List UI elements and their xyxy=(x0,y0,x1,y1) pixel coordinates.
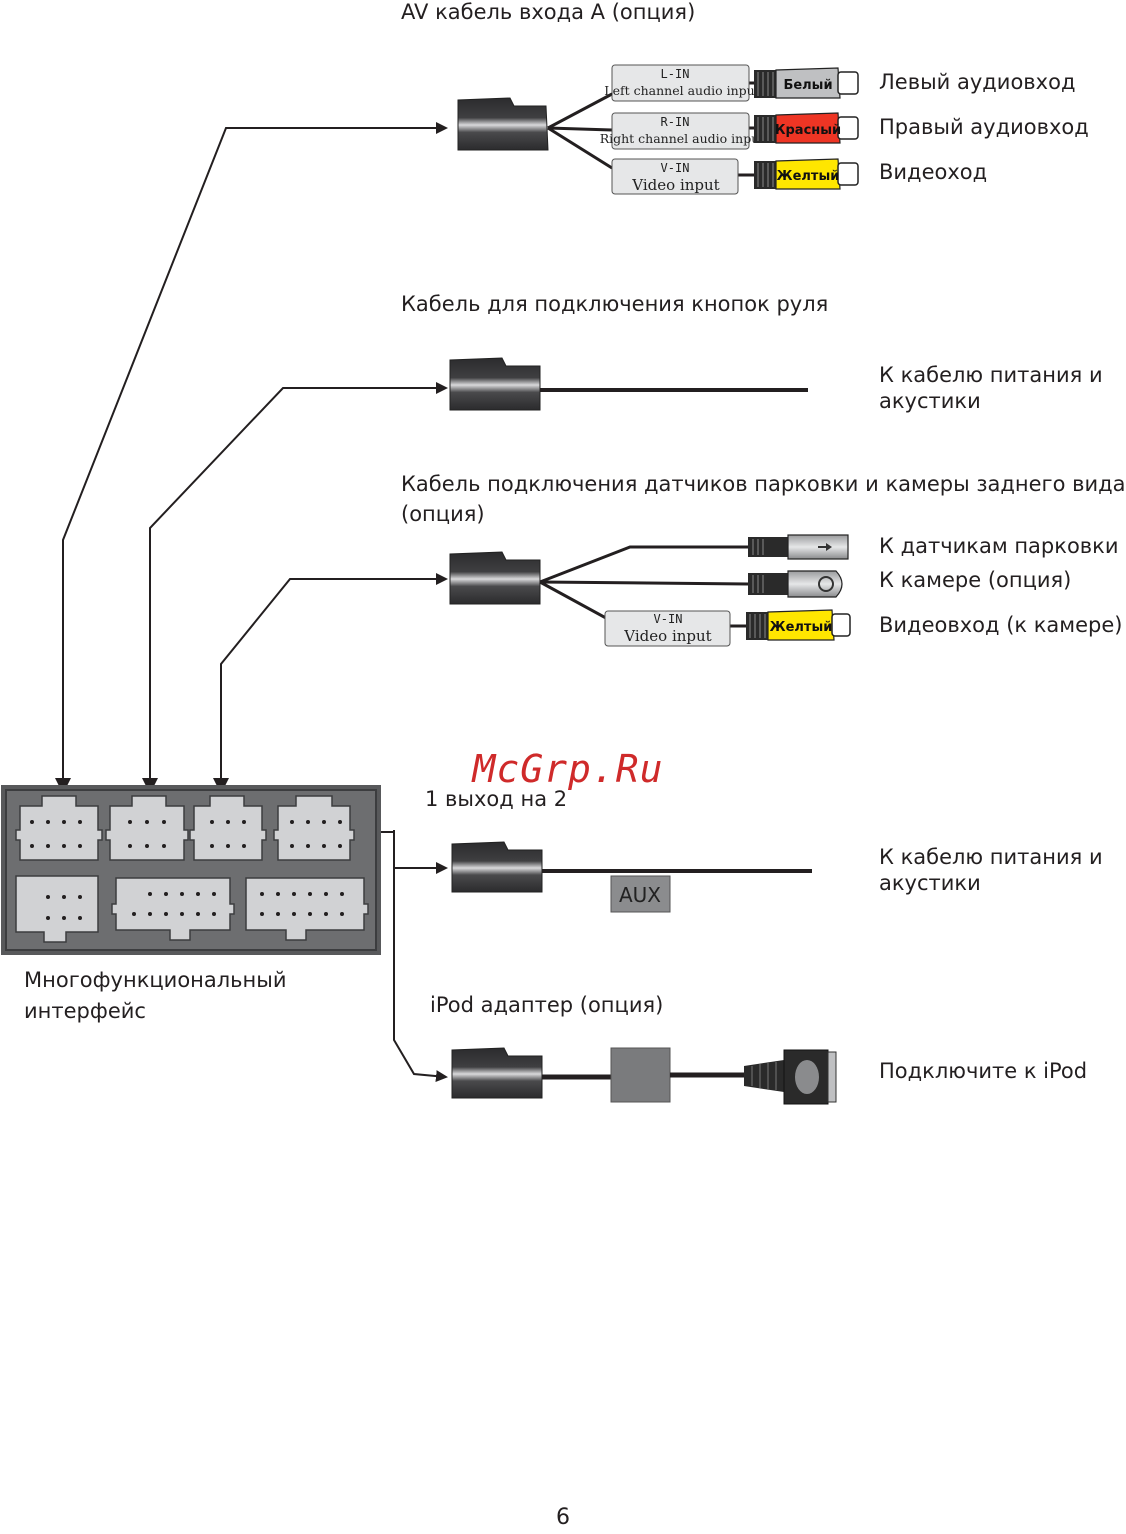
socket-6 xyxy=(111,877,235,941)
multifunction-interface xyxy=(1,785,381,955)
rca-plug-yellow: Желтый xyxy=(754,158,859,190)
tag-l-in-top: L-IN xyxy=(661,67,690,81)
connector-icon xyxy=(449,551,541,605)
splitter-label-line1: К кабелю питания и xyxy=(879,845,1103,869)
rca-plug-white: Белый xyxy=(754,67,859,99)
ipod-adapter xyxy=(451,1047,837,1105)
tag-camera-v-in-bottom: Video input xyxy=(623,627,711,645)
connector-icon xyxy=(451,1047,543,1099)
socket-3 xyxy=(189,795,267,861)
steering-cable-title: Кабель для подключения кнопок руля xyxy=(401,292,828,316)
parking-cable-title-line2: (опция) xyxy=(401,502,485,526)
left-audio-label: Левый аудиовход xyxy=(879,70,1075,94)
parking-sensor-plug xyxy=(748,534,849,560)
camera-plug xyxy=(748,570,843,598)
video-input-label: Видеоход xyxy=(879,160,987,184)
tag-l-in xyxy=(611,64,750,102)
route-parking-cable xyxy=(220,573,448,790)
socket-5 xyxy=(15,875,99,943)
route-steering-cable xyxy=(149,382,448,790)
socket-7 xyxy=(245,877,369,941)
tag-r-in-top: R-IN xyxy=(661,115,690,129)
tag-r-in xyxy=(611,112,750,150)
plug-red-label: Красный xyxy=(775,123,841,138)
plug-yellow-label: Желтый xyxy=(777,169,840,184)
steering-label-line1: К кабелю питания и xyxy=(879,363,1103,387)
ipod-label: Подключите к iPod xyxy=(879,1059,1087,1083)
interface-label-line2: интерфейс xyxy=(24,999,146,1023)
ipod-title: iPod адаптер (опция) xyxy=(430,993,663,1017)
right-audio-label: Правый аудиовход xyxy=(879,115,1089,139)
plug-camera-yellow-label: Желтый xyxy=(770,620,833,635)
tag-camera-v-in-top: V-IN xyxy=(654,612,683,626)
parking-cable-title-line1: Кабель подключения датчиков парковки и к… xyxy=(401,472,1126,496)
splitter-label-line2: акустики xyxy=(879,871,981,895)
camera-label: К камере (опция) xyxy=(879,568,1071,592)
ipod-adapter-box xyxy=(610,1047,671,1103)
tag-v-in-top: V-IN xyxy=(661,161,690,175)
aux-box xyxy=(610,875,671,913)
socket-2 xyxy=(105,795,189,861)
aux-label: AUX xyxy=(619,883,661,907)
route-av-cable xyxy=(62,122,448,790)
parking-sensors-label: К датчикам парковки xyxy=(879,534,1119,558)
steering-label-line2: акустики xyxy=(879,389,981,413)
ipod-plug-strain-relief xyxy=(744,1060,784,1092)
plug-white-label: Белый xyxy=(783,78,832,93)
rca-plug-camera-yellow: Желтый xyxy=(746,609,851,641)
connector-icon xyxy=(457,97,549,151)
page-number: 6 xyxy=(556,1505,570,1530)
watermark: McGrp.Ru xyxy=(470,747,663,791)
socket-4 xyxy=(273,795,355,861)
connector-icon xyxy=(451,841,543,893)
av-cable-title: AV кабель входа A (опция) xyxy=(401,0,695,24)
parking-cable: V-IN Video input Желтый xyxy=(449,534,851,647)
tag-camera-v-in xyxy=(604,610,731,647)
connector-icon xyxy=(449,357,541,411)
av-cable: L-IN Left channel audio input R-IN Right… xyxy=(457,64,859,195)
route-ipod xyxy=(393,830,448,1083)
tag-v-in-bottom: Video input xyxy=(631,176,719,194)
splitter-cable: AUX xyxy=(451,841,812,913)
tag-v-in xyxy=(611,158,739,195)
socket-1 xyxy=(15,795,103,861)
splitter-title: 1 выход на 2 xyxy=(425,787,567,811)
socket-pins xyxy=(30,820,344,920)
steering-cable xyxy=(449,357,808,411)
tag-r-in-bottom: Right channel audio input xyxy=(600,131,765,146)
interface-label-line1: Многофункциональный xyxy=(24,968,287,992)
tag-l-in-bottom: Left channel audio input xyxy=(604,83,759,98)
rca-plug-red: Красный xyxy=(754,112,859,144)
routing-lines xyxy=(62,122,448,1083)
camera-video-label: Видеовход (к камере) xyxy=(879,613,1123,637)
